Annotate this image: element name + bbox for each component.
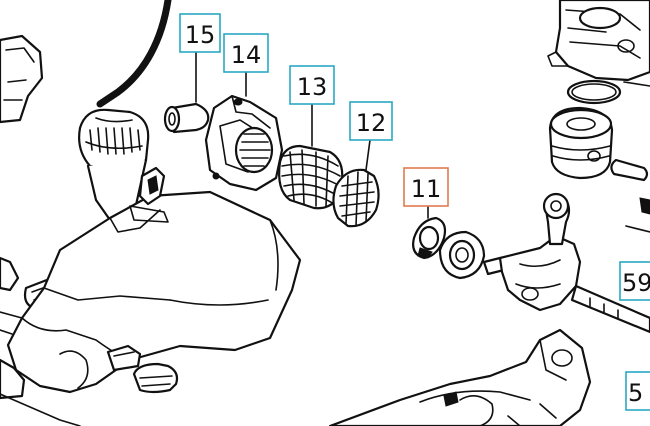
part-crankcase (328, 328, 592, 426)
part-12-screen (332, 168, 380, 228)
callout-59[interactable]: 59 (619, 261, 650, 301)
part-crankshaft (482, 192, 650, 334)
callout-12[interactable]: 12 (349, 101, 393, 141)
part-fuel-tank (0, 108, 302, 400)
part-left-mid-tab (0, 256, 20, 292)
part-circlip-line (623, 81, 650, 87)
callout-5x[interactable]: 5 (625, 371, 650, 411)
svg-text:11: 11 (411, 175, 442, 203)
callout-15[interactable]: 15 (179, 13, 221, 53)
svg-text:5: 5 (628, 379, 643, 407)
callout-14[interactable]: 14 (223, 33, 269, 73)
svg-text:13: 13 (297, 73, 328, 101)
callout-11[interactable]: 11 (403, 167, 449, 207)
part-cylinder (547, 0, 650, 82)
part-11-washer (412, 216, 447, 260)
svg-text:15: 15 (185, 21, 216, 49)
part-bearing (438, 230, 486, 280)
callout-13[interactable]: 13 (289, 65, 335, 105)
part-lower-left-rail (0, 393, 81, 426)
svg-text:14: 14 (231, 41, 262, 69)
svg-text:12: 12 (356, 109, 387, 137)
part-15-bushing (163, 102, 210, 134)
part-piston-pin (610, 158, 649, 182)
part-piston (548, 106, 614, 180)
part-grommet-bottom (132, 362, 179, 394)
part-piston-ring (566, 79, 622, 105)
part-fuel-hose (96, 0, 172, 108)
part-right-needle (625, 197, 650, 233)
svg-text:59: 59 (622, 269, 650, 297)
part-14-housing (204, 94, 284, 192)
part-left-top-bracket (0, 34, 44, 124)
